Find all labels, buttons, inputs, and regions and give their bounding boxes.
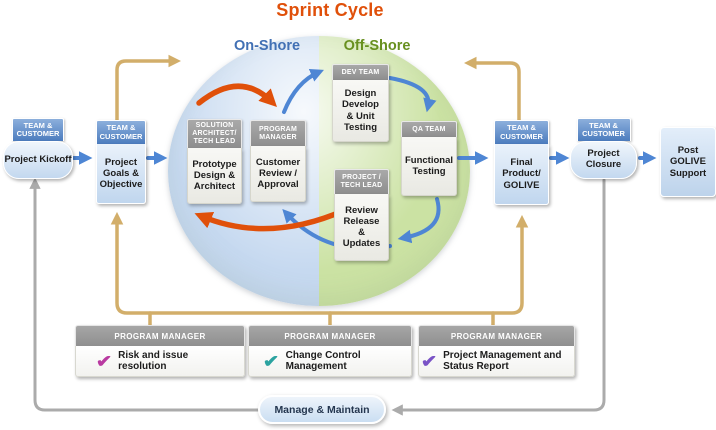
goals-to-cycle-arrow <box>115 54 182 123</box>
node-label: Review Release & Updates <box>334 194 389 261</box>
node-prototype-design: SOLUTION ARCHITECT/ TECH LEAD Prototype … <box>187 119 242 204</box>
pm-label: Change Control Management <box>285 349 361 373</box>
node-label: Final Product/ GOLIVE <box>494 144 549 205</box>
node-label: Functional Testing <box>401 137 457 196</box>
node-project-kickoff: TEAM & CUSTOMER Project Kickoff <box>3 118 73 179</box>
pm-body: ✔ Risk and issue resolution <box>75 346 245 377</box>
node-customer-review: PROGRAM MANAGER Customer Review / Approv… <box>250 120 306 202</box>
node-review-release: PROJECT / TECH LEAD Review Release & Upd… <box>334 169 389 261</box>
onshore-zone-label: On-Shore <box>233 38 301 54</box>
role-badge: PROGRAM MANAGER <box>250 120 306 146</box>
check-icon: ✔ <box>420 351 438 371</box>
pm-label: Project Management and Status Report <box>443 349 562 373</box>
pm-box-status-report: PROGRAM MANAGER ✔ Project Management and… <box>418 325 575 377</box>
final-to-cycle-arrow <box>463 56 521 123</box>
pm-box-risk: PROGRAM MANAGER ✔ Risk and issue resolut… <box>75 325 245 377</box>
role-badge: PROGRAM MANAGER <box>75 325 245 346</box>
check-icon: ✔ <box>95 351 113 371</box>
role-badge: PROGRAM MANAGER <box>248 325 412 346</box>
role-badge: PROJECT / TECH LEAD <box>334 169 389 194</box>
node-label: Design Develop & Unit Testing <box>332 80 389 142</box>
role-badge: DEV TEAM <box>332 64 389 80</box>
pm-body: ✔ Project Management and Status Report <box>418 346 575 377</box>
manage-maintain-pill: Manage & Maintain <box>258 395 386 424</box>
node-label: Prototype Design & Architect <box>187 148 242 204</box>
diagram-title: Sprint Cycle <box>276 0 384 20</box>
node-project-closure: TEAM & CUSTOMER Project Closure <box>570 118 637 179</box>
check-icon: ✔ <box>263 351 280 371</box>
node-qa-team: QA TEAM Functional Testing <box>401 121 457 196</box>
pm-label: Risk and issue resolution <box>118 349 189 373</box>
role-badge: TEAM & CUSTOMER <box>576 118 631 141</box>
node-dev-team: DEV TEAM Design Develop & Unit Testing <box>332 64 389 142</box>
node-final-product: TEAM & CUSTOMER Final Product/ GOLIVE <box>494 120 549 205</box>
node-label: Customer Review / Approval <box>250 146 306 202</box>
offshore-zone-label: Off-Shore <box>343 38 411 54</box>
node-label: Project Goals & Objective <box>96 144 146 204</box>
role-badge: TEAM & CUSTOMER <box>96 120 146 144</box>
node-label: Project Kickoff <box>3 141 73 179</box>
node-label: Project Closure <box>570 141 637 179</box>
pm-box-change-control: PROGRAM MANAGER ✔ Change Control Managem… <box>248 325 412 377</box>
role-badge: TEAM & CUSTOMER <box>494 120 549 144</box>
role-badge: TEAM & CUSTOMER <box>12 118 64 141</box>
role-badge: SOLUTION ARCHITECT/ TECH LEAD <box>187 119 242 148</box>
pm-body: ✔ Change Control Management <box>248 346 412 377</box>
role-badge: QA TEAM <box>401 121 457 137</box>
node-post-golive-support: Post GOLIVE Support <box>660 127 716 197</box>
node-project-goals: TEAM & CUSTOMER Project Goals & Objectiv… <box>96 120 146 204</box>
role-badge: PROGRAM MANAGER <box>418 325 575 346</box>
